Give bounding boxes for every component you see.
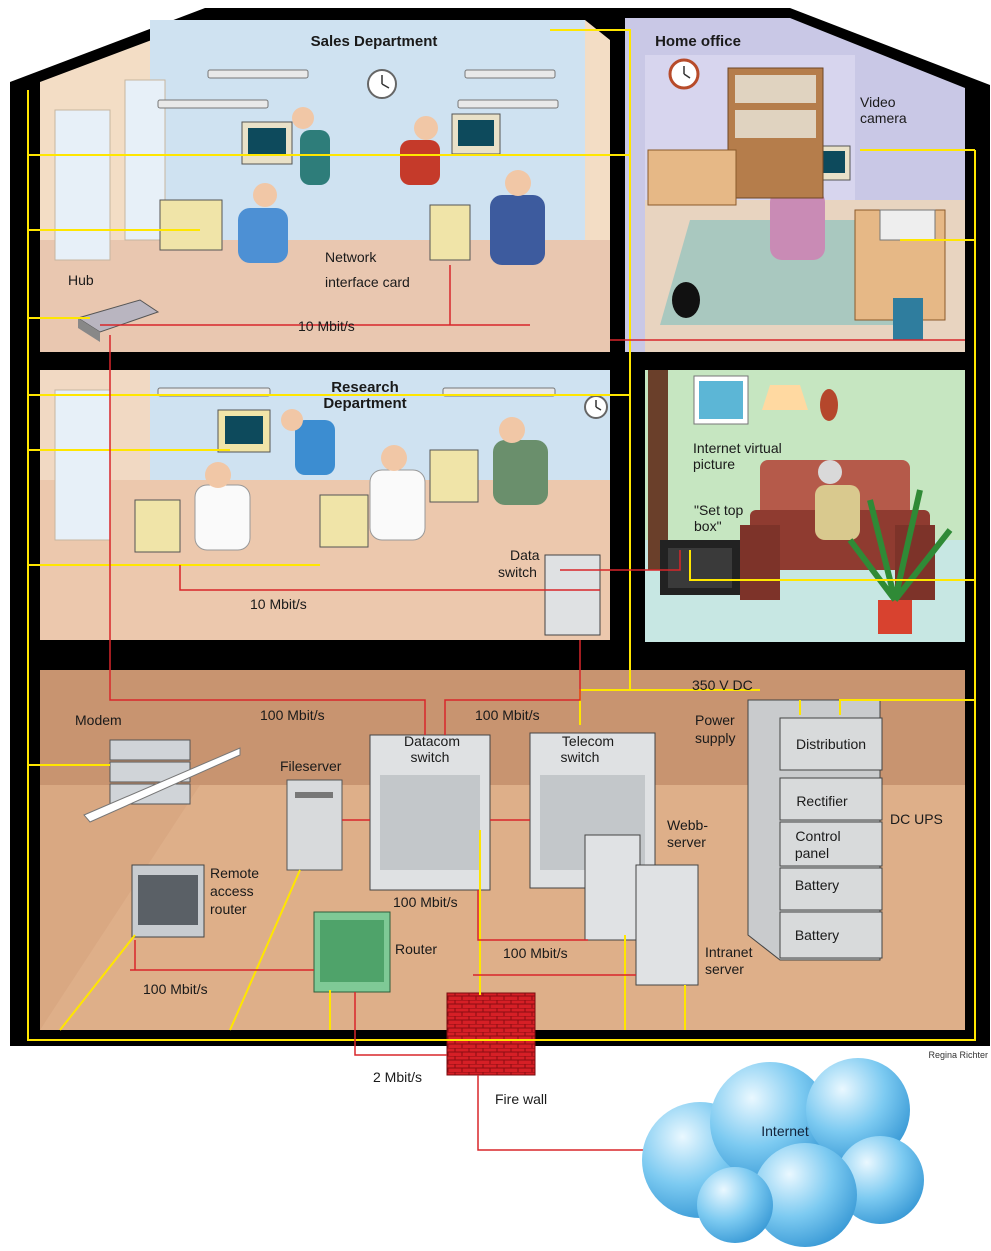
link-mid-label: 100 Mbit/s [475, 707, 540, 723]
home-office-title: Home office [655, 33, 741, 50]
cloud-icon [642, 1058, 924, 1247]
intranet-server-icon [635, 864, 699, 986]
link-intranet-label: 100 Mbit/s [503, 945, 568, 961]
sales-speed-label: 10 Mbit/s [298, 318, 355, 334]
fire-wall-label: Fire wall [495, 1091, 547, 1107]
clock-icon [668, 58, 700, 90]
ups-icon [747, 699, 883, 961]
fileserver-label: Fileserver [280, 758, 342, 774]
router-icon [313, 911, 391, 993]
modem-label: Modem [75, 712, 122, 728]
webb-server-icon [584, 834, 641, 941]
link-router-label: 100 Mbit/s [143, 981, 208, 997]
ups-battery-label-2: Battery [795, 927, 839, 943]
hub-label: Hub [68, 272, 94, 288]
credit-label: Regina Richter [928, 1050, 988, 1060]
data-switch-icon [544, 554, 601, 636]
ups-rectifier-label: Rectifier [796, 793, 848, 809]
power-lines [27, 29, 976, 1041]
internet-label: Internet [761, 1123, 809, 1139]
link-left-label: 100 Mbit/s [260, 707, 325, 723]
living-room-items [660, 375, 953, 634]
link-datacom-label: 100 Mbit/s [393, 894, 458, 910]
server-icon [286, 779, 343, 871]
ups-distribution-label: Distribution [796, 736, 866, 752]
ceiling-lamps [157, 69, 559, 397]
dc-voltage-label: 350 V DC [692, 677, 753, 693]
people [194, 107, 860, 551]
firewall-icon [446, 992, 536, 1076]
remote-access-router-icon [131, 864, 205, 938]
hub-icon [76, 299, 160, 342]
data-lines [100, 265, 965, 1151]
clock-icon [584, 395, 608, 419]
wan-speed-label: 2 Mbit/s [373, 1069, 422, 1085]
home-office-furniture [647, 67, 946, 340]
research-speed-label: 10 Mbit/s [250, 596, 307, 612]
router-label: Router [395, 941, 437, 957]
computer-icon [134, 113, 851, 553]
clock-icon [367, 69, 397, 99]
ups-battery-label-1: Battery [795, 877, 839, 893]
datacom-switch-icon [369, 734, 491, 891]
dc-ups-label: DC UPS [890, 811, 943, 827]
sales-room-title: Sales Department [311, 33, 438, 50]
modem-icon [83, 739, 241, 823]
webb-server-label: Webb-server [667, 817, 708, 850]
